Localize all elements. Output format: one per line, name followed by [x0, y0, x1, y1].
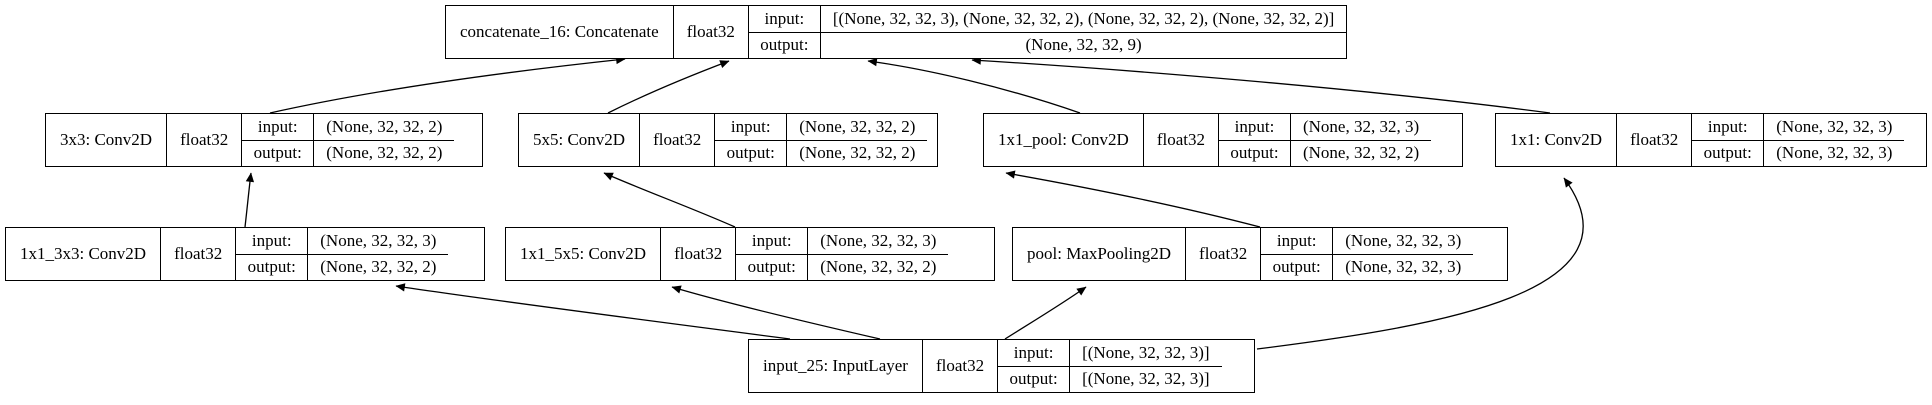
edge-5x5-to-concatenate_16 [607, 60, 730, 114]
node-3x3: 3x3: Conv2D float32 input: (None, 32, 32… [45, 113, 483, 167]
output-label: output: [1692, 140, 1765, 166]
output-label: output: [242, 140, 315, 166]
layer-dtype: float32 [923, 340, 999, 392]
input-shape: (None, 32, 32, 2) [326, 116, 443, 136]
edge-3x3-to-concatenate_16 [269, 55, 626, 114]
node-pool: pool: MaxPooling2D float32 input: (None,… [1012, 227, 1508, 281]
input-shape: (None, 32, 32, 3) [820, 230, 937, 250]
output-shape: (None, 32, 32, 2) [1302, 143, 1420, 163]
edge-1x1_pool-to-concatenate_16 [867, 58, 1081, 114]
output-label: output: [1219, 140, 1291, 166]
layer-name: 1x1_5x5: Conv2D [506, 228, 662, 280]
output-shape: (None, 32, 32, 2) [820, 257, 937, 277]
layer-name: 1x1_3x3: Conv2D [6, 228, 162, 280]
output-label: output: [998, 366, 1071, 392]
output-label: output: [736, 254, 809, 280]
edge-1x1_5x5-to-5x5 [603, 172, 736, 228]
layer-name: 1x1_pool: Conv2D [984, 114, 1144, 166]
input-shape: [(None, 32, 32, 3), (None, 32, 32, 2), (… [832, 8, 1335, 28]
input-label: input: [1692, 114, 1765, 140]
edge-input_25-to-1x1_5x5 [671, 285, 881, 340]
layer-name: input_25: InputLayer [749, 340, 923, 392]
output-shape: (None, 32, 32, 9) [1025, 35, 1142, 55]
layer-dtype: float32 [661, 228, 737, 280]
layer-dtype: float32 [161, 228, 237, 280]
node-5x5: 5x5: Conv2D float32 input: (None, 32, 32… [518, 113, 938, 167]
edge-1x1-to-concatenate_16 [971, 56, 1551, 114]
input-label: input: [998, 340, 1071, 366]
layer-dtype: float32 [167, 114, 243, 166]
input-label: input: [1261, 228, 1334, 254]
input-shape: [(None, 32, 32, 3)] [1082, 342, 1210, 362]
layer-dtype: float32 [1617, 114, 1693, 166]
input-shape: (None, 32, 32, 3) [1345, 230, 1462, 250]
input-label: input: [242, 114, 315, 140]
edge-input_25-to-1x1_3x3 [395, 283, 791, 340]
output-shape: (None, 32, 32, 3) [1776, 143, 1893, 163]
edge-1x1_3x3-to-3x3 [244, 172, 255, 228]
output-shape: [(None, 32, 32, 3)] [1082, 369, 1210, 389]
layer-dtype: float32 [1144, 114, 1219, 166]
node-1x1_pool: 1x1_pool: Conv2D float32 input: (None, 3… [983, 113, 1463, 167]
layer-dtype: float32 [640, 114, 716, 166]
input-shape: (None, 32, 32, 3) [1302, 116, 1420, 136]
layer-dtype: float32 [674, 6, 749, 58]
node-1x1: 1x1: Conv2D float32 input: (None, 32, 32… [1495, 113, 1927, 167]
input-label: input: [715, 114, 788, 140]
output-label: output: [749, 32, 821, 58]
output-label: output: [715, 140, 788, 166]
node-1x1_5x5: 1x1_5x5: Conv2D float32 input: (None, 32… [505, 227, 995, 281]
input-label: input: [1219, 114, 1291, 140]
layer-name: 1x1: Conv2D [1496, 114, 1618, 166]
output-label: output: [1261, 254, 1334, 280]
node-input_25: input_25: InputLayer float32 input: [(No… [748, 339, 1255, 393]
layer-name: pool: MaxPooling2D [1013, 228, 1187, 280]
input-label: input: [749, 6, 821, 32]
layer-name: 3x3: Conv2D [46, 114, 168, 166]
input-label: input: [236, 228, 309, 254]
output-label: output: [236, 254, 309, 280]
output-shape: (None, 32, 32, 2) [799, 143, 916, 163]
output-shape: (None, 32, 32, 2) [326, 143, 443, 163]
node-1x1_3x3: 1x1_3x3: Conv2D float32 input: (None, 32… [5, 227, 485, 281]
edge-input_25-to-pool [1004, 286, 1087, 340]
output-shape: (None, 32, 32, 3) [1345, 257, 1462, 277]
layer-name: concatenate_16: Concatenate [446, 6, 674, 58]
input-shape: (None, 32, 32, 3) [1776, 116, 1893, 136]
input-label: input: [736, 228, 809, 254]
input-shape: (None, 32, 32, 3) [320, 230, 437, 250]
input-shape: (None, 32, 32, 2) [799, 116, 916, 136]
layer-name: 5x5: Conv2D [519, 114, 641, 166]
output-shape: (None, 32, 32, 2) [320, 257, 437, 277]
node-concatenate_16: concatenate_16: Concatenate float32 inpu… [445, 5, 1348, 59]
layer-dtype: float32 [1186, 228, 1262, 280]
edge-pool-to-1x1_pool [1005, 170, 1261, 228]
